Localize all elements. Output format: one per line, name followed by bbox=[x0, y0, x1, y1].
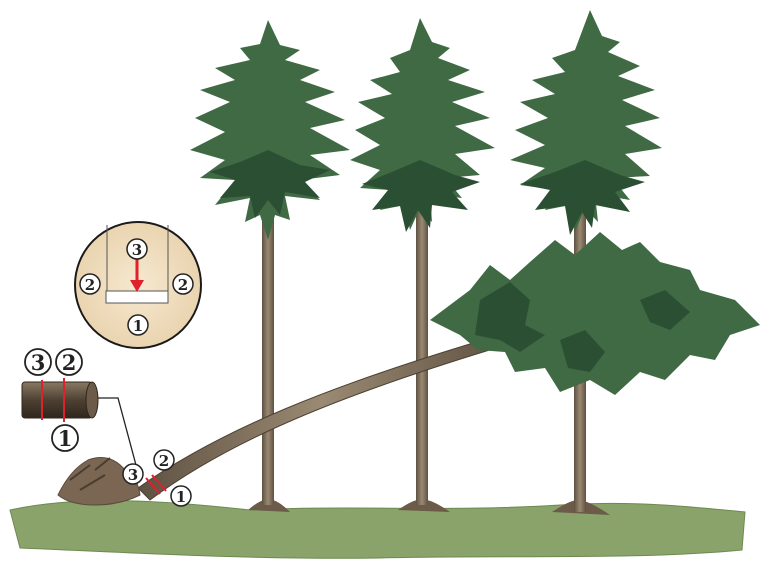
svg-text:3: 3 bbox=[31, 350, 46, 375]
svg-text:2: 2 bbox=[85, 276, 95, 294]
log-label-1: 1 bbox=[52, 425, 78, 451]
falling-tree-trunk bbox=[138, 335, 506, 500]
standing-tree-1 bbox=[190, 20, 350, 505]
svg-text:2: 2 bbox=[178, 276, 188, 294]
svg-text:1: 1 bbox=[176, 488, 186, 506]
svg-text:2: 2 bbox=[62, 350, 77, 375]
log-label-2: 2 bbox=[56, 349, 82, 375]
cross-section-label-2-right: 2 bbox=[173, 274, 193, 294]
stump-label-3: 3 bbox=[123, 464, 143, 484]
cross-section-label-2-left: 2 bbox=[80, 274, 100, 294]
svg-text:3: 3 bbox=[132, 241, 142, 259]
cross-section-label-3: 3 bbox=[127, 239, 147, 259]
standing-tree-2 bbox=[350, 18, 495, 505]
stump-label-2: 2 bbox=[154, 450, 174, 470]
svg-text:2: 2 bbox=[159, 452, 169, 470]
ground bbox=[10, 501, 745, 559]
stump-label-1: 1 bbox=[171, 486, 191, 506]
svg-text:3: 3 bbox=[128, 466, 138, 484]
svg-text:1: 1 bbox=[133, 317, 143, 335]
cross-section-cut-slot bbox=[106, 291, 168, 303]
log-label-3: 3 bbox=[25, 349, 51, 375]
falling-tree-crown bbox=[430, 232, 760, 395]
cross-section-label-1: 1 bbox=[128, 315, 148, 335]
log-side-view bbox=[22, 378, 98, 422]
svg-text:1: 1 bbox=[58, 426, 73, 451]
